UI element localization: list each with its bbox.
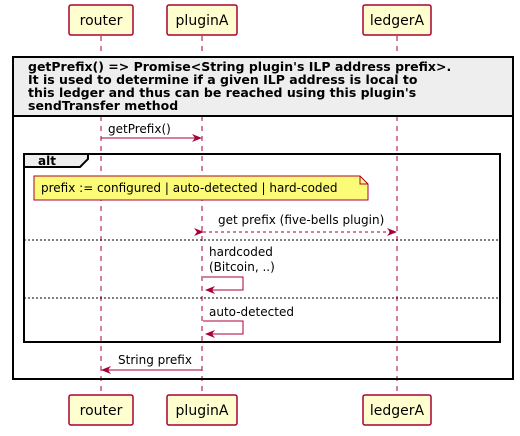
alt-note-text: prefix := configured | auto-detected | h… — [41, 181, 338, 195]
message-string-prefix: String prefix — [101, 353, 202, 374]
participant-router-label: router — [80, 13, 123, 29]
message-hardcoded-label-1: hardcoded — [209, 245, 273, 259]
group-header-line-1: getPrefix() => Promise<String plugin's I… — [28, 59, 451, 74]
alt-label: alt — [38, 154, 56, 168]
participant-ledgerA-top: ledgerA — [362, 4, 432, 36]
participant-router-bottom-label: router — [80, 403, 123, 419]
group-header-line-4: sendTransfer method — [28, 98, 178, 113]
message-auto-detected-label: auto-detected — [209, 305, 294, 319]
group-header-line-3: this ledger and thus can be reached usin… — [28, 85, 416, 100]
group-frame: getPrefix() => Promise<String plugin's I… — [12, 56, 514, 380]
participant-router-bottom: router — [68, 394, 134, 426]
participant-ledgerA-label: ledgerA — [370, 13, 425, 29]
alt-note: prefix := configured | auto-detected | h… — [33, 175, 369, 201]
message-get-prefix-five-bells-label: get prefix (five-bells plugin) — [218, 213, 384, 227]
message-hardcoded: hardcoded (Bitcoin, ..) — [203, 245, 275, 294]
message-string-prefix-label: String prefix — [118, 353, 192, 367]
participant-router-top: router — [68, 4, 134, 36]
message-get-prefix-five-bells: get prefix (five-bells plugin) — [194, 213, 397, 236]
participant-ledgerA-bottom: ledgerA — [362, 394, 432, 426]
alt-fragment: alt — [23, 153, 501, 343]
message-auto-detected: auto-detected — [203, 305, 294, 338]
group-header — [12, 56, 514, 117]
participant-pluginA-label: pluginA — [176, 13, 229, 29]
message-get-prefix: getPrefix() — [101, 122, 202, 142]
message-hardcoded-label-2: (Bitcoin, ..) — [209, 260, 275, 274]
group-header-line-2: It is used to determine if a given ILP a… — [28, 72, 418, 87]
message-get-prefix-label: getPrefix() — [108, 122, 171, 136]
participant-pluginA-top: pluginA — [166, 4, 238, 36]
participant-ledgerA-bottom-label: ledgerA — [370, 403, 425, 419]
participant-pluginA-bottom: pluginA — [166, 394, 238, 426]
participant-pluginA-bottom-label: pluginA — [176, 403, 229, 419]
